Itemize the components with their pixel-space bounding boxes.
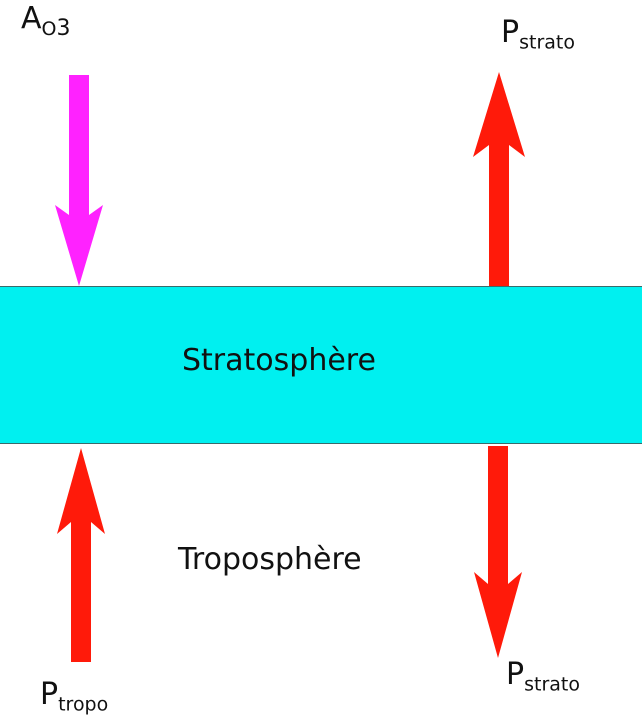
tropo-up-subscript: tropo [58,693,109,716]
strato-up-symbol: P [501,15,520,50]
strato-down-symbol: P [506,657,525,692]
strato-up-arrow-icon [473,72,525,286]
ozone-input-subscript: O3 [41,15,71,41]
ozone-input-subscript-3: 3 [56,15,71,41]
strato-down-subscript: strato [524,673,580,696]
stratosphere-label: Stratosphère [182,343,376,378]
tropo-up-label: Ptropo [40,677,108,715]
ozone-input-label: AO3 [21,1,71,40]
strato-down-arrow-icon [474,446,522,658]
troposphere-label: Troposphère [178,542,362,577]
strato-down-label: Pstrato [506,657,580,695]
stratosphere-band: Stratosphère [0,286,642,444]
tropo-up-symbol: P [40,677,59,712]
ozone-input-symbol: A [21,1,42,36]
ozone-input-subscript-o: O [41,17,57,40]
ozone-input-arrow-icon [55,75,103,286]
strato-up-label: Pstrato [501,15,575,53]
strato-up-subscript: strato [519,31,575,54]
tropo-up-arrow-icon [57,448,105,662]
